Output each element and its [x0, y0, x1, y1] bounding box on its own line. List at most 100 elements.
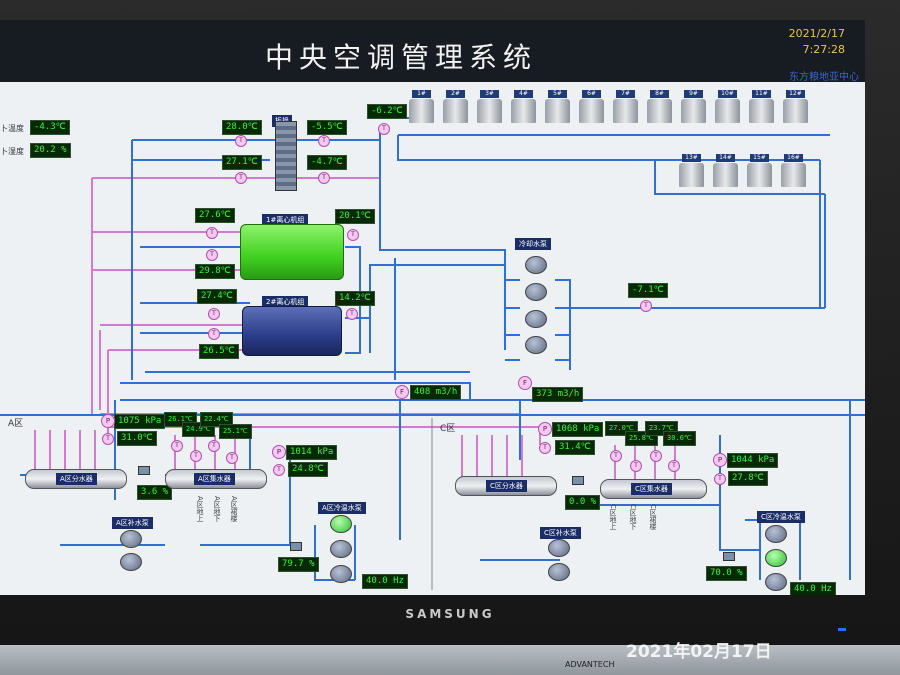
zone-c-valve-icon[interactable]: [572, 476, 584, 485]
zone-c-branch-label: C区裙楼: [649, 504, 657, 530]
zone-c-chw-pump[interactable]: [765, 525, 787, 543]
zone-c-collector[interactable]: C区集水器: [600, 479, 707, 499]
hx-in-top-temp: 28.0℃: [222, 120, 262, 135]
cooling-tower[interactable]: 16#: [780, 154, 807, 189]
temp-sensor-icon: T: [318, 172, 330, 184]
cooling-tower[interactable]: 5#: [544, 90, 571, 125]
pressure-sensor-icon: P: [272, 445, 286, 459]
zone-a-chw-pump[interactable]: [330, 515, 352, 533]
zone-c-title: C区: [440, 424, 456, 434]
hx-out-top-temp: -5.5℃: [307, 120, 347, 135]
org-name: 东方粮地亚中心: [789, 72, 859, 83]
cooling-tower-icon: [679, 163, 704, 187]
zone-a-chw-pump[interactable]: [330, 565, 352, 583]
photo-date-stamp: 2021年02月17日: [626, 642, 772, 662]
temp-sensor-icon: T: [226, 452, 238, 464]
temp-sensor-icon: T: [206, 249, 218, 261]
temp-sensor-icon: T: [347, 229, 359, 241]
cooling-tower[interactable]: 14#: [712, 154, 739, 189]
chiller2-right-top-temp: 14.2℃: [335, 291, 375, 306]
cooling-tower[interactable]: 2#: [442, 90, 469, 125]
clock-time: 7:27:28: [802, 43, 845, 56]
cooling-tower[interactable]: 10#: [714, 90, 741, 125]
zone-c-distributor[interactable]: C区分水器: [455, 476, 557, 496]
cooling-tower-icon: [783, 99, 808, 123]
zone-c-return-temp: 27.8℃: [728, 471, 768, 486]
temp-sensor-icon: T: [235, 172, 247, 184]
cooling-pump[interactable]: [525, 283, 547, 301]
zone-a-return-pressure: 1014 kPa: [286, 445, 338, 460]
cooling-pump[interactable]: [525, 256, 547, 274]
zone-a-collector-label: A区集水器: [194, 473, 235, 485]
cooling-tower[interactable]: 1#: [408, 90, 435, 125]
cooling-tower[interactable]: 9#: [680, 90, 707, 125]
temp-sensor-icon: T: [650, 450, 662, 462]
flow-meter-icon: F: [518, 376, 532, 390]
chiller1-left-bottom-temp: 29.8℃: [195, 264, 235, 279]
cooling-tower-icon: [545, 99, 570, 123]
temp-sensor-icon: T: [273, 464, 285, 476]
zone-a-distributor[interactable]: A区分水器: [25, 469, 127, 489]
cooling-tower[interactable]: 7#: [612, 90, 639, 125]
heat-exchanger[interactable]: [275, 121, 297, 191]
cooling-tower[interactable]: 8#: [646, 90, 673, 125]
zone-a-valve-icon[interactable]: [138, 466, 150, 475]
clock: 2021/2/17 7:27:28: [789, 26, 845, 58]
outdoor-temp-value: -4.3℃: [30, 120, 70, 135]
zone-a-makeup-label: A区补水泵: [112, 517, 153, 529]
temp-sensor-icon: T: [668, 460, 680, 472]
cooling-tower[interactable]: 12#: [782, 90, 809, 125]
monitor-brand: SAMSUNG: [405, 607, 495, 621]
zone-c-temp: 31.4℃: [555, 440, 595, 455]
zone-a-bypass-opening: 79.7 %: [278, 557, 319, 572]
chiller2[interactable]: [242, 306, 342, 356]
cooling-tower-icon: [681, 99, 706, 123]
hx-out-bottom-temp: -4.7℃: [307, 155, 347, 170]
temp-sensor-icon: T: [206, 227, 218, 239]
zone-c-makeup-pump[interactable]: [548, 563, 570, 581]
zone-a-bypass-valve-icon[interactable]: [290, 542, 302, 551]
cooling-tower-icon: [713, 163, 738, 187]
zone-c-branch-temp: 30.6℃: [663, 431, 696, 446]
zone-c-distributor-label: C区分水器: [486, 480, 527, 492]
cooling-tower-icon: [477, 99, 502, 123]
cooling-tower-icon: [715, 99, 740, 123]
zone-c-chw-pump[interactable]: [765, 573, 787, 591]
zone-a-collector[interactable]: A区集水器: [165, 469, 267, 489]
chiller1[interactable]: [240, 224, 344, 280]
temp-sensor-icon: T: [640, 300, 652, 312]
cooling-tower[interactable]: 13#: [678, 154, 705, 189]
cooling-tower[interactable]: 15#: [746, 154, 773, 189]
outdoor-temp-label: 卜温度: [0, 124, 24, 133]
cooling-tower-icon: [781, 163, 806, 187]
zone-c-makeup-pump[interactable]: [548, 539, 570, 557]
cooling-pump[interactable]: [525, 310, 547, 328]
outdoor-humidity-label: 卜湿度: [0, 147, 24, 156]
chiller1-label: 1#离心机组: [262, 214, 309, 226]
cooling-pump[interactable]: [525, 336, 547, 354]
zone-a-makeup-pump[interactable]: [120, 553, 142, 571]
zone-c-bypass-opening: 70.0 %: [706, 566, 747, 581]
temp-sensor-icon: T: [539, 442, 551, 454]
temp-sensor-icon: T: [714, 473, 726, 485]
zone-c-pump-frequency: 40.0 Hz: [790, 582, 836, 595]
zone-c-bypass-valve-icon[interactable]: [723, 552, 735, 561]
cooling-tower-icon: [749, 99, 774, 123]
cooling-tower[interactable]: 3#: [476, 90, 503, 125]
zone-c-chw-pump[interactable]: [765, 549, 787, 567]
cooling-tower-icon: [443, 99, 468, 123]
zone-a-valve-opening: 3.6 %: [137, 485, 173, 500]
zone-c-collector-label: C区集水器: [631, 483, 672, 495]
title-bar: 中央空调管理系统 2021/2/17 7:27:28 东方粮地亚中心: [0, 20, 865, 83]
zone-a-temp: 31.0℃: [117, 431, 157, 446]
cooling-pumps-label: 冷却水泵: [515, 238, 551, 250]
cooling-tower[interactable]: 6#: [578, 90, 605, 125]
cooling-tower[interactable]: 4#: [510, 90, 537, 125]
zone-a-distributor-label: A区分水器: [56, 473, 97, 485]
zone-a-chw-pump[interactable]: [330, 540, 352, 558]
clock-date: 2021/2/17: [788, 27, 845, 40]
flow-a-value: 408 m3/h: [410, 385, 462, 400]
cooling-tower[interactable]: 11#: [748, 90, 775, 125]
temp-sensor-icon: T: [235, 135, 247, 147]
zone-a-makeup-pump[interactable]: [120, 530, 142, 548]
